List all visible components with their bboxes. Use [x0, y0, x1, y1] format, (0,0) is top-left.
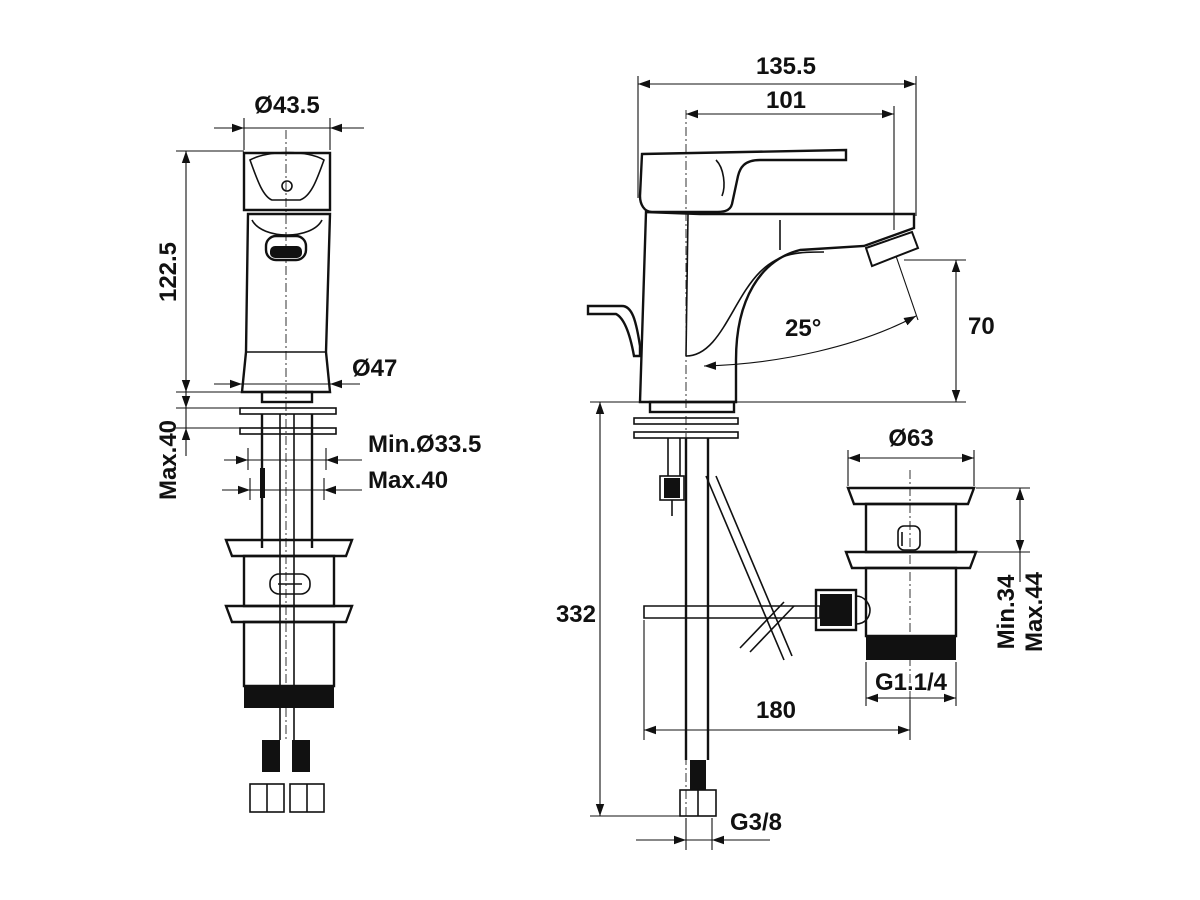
dim-diameter-base: Ø47: [214, 355, 397, 389]
label-width-total: 135.5: [756, 53, 816, 80]
dim-max-deck-left: Max.40: [155, 380, 240, 500]
dim-swivel-angle: 25°: [703, 255, 919, 370]
label-min-hole: Min.Ø33.5: [368, 431, 481, 458]
label-diameter-base: Ø47: [352, 355, 397, 382]
side-view: 135.5 101 25° 70 Ø63: [556, 53, 1048, 850]
lever-side: [638, 148, 848, 214]
label-height-total: 122.5: [155, 242, 182, 302]
label-diameter-top: Ø43.5: [254, 92, 319, 119]
dim-max-deck: Max.40: [222, 467, 448, 500]
side-plates: [633, 400, 821, 760]
waste-thread-side: [866, 636, 956, 660]
waste-side: [814, 486, 978, 660]
label-supply-thread: G3/8: [730, 809, 782, 836]
dim-min-hole: Min.Ø33.5: [224, 431, 481, 470]
label-overall-depth: 332: [556, 601, 596, 628]
dim-width-total: 135.5: [637, 53, 917, 216]
dim-height-total: 122.5: [155, 150, 244, 393]
waste-front: [224, 538, 354, 708]
dim-spout-reach: 101: [686, 87, 895, 230]
waste-thread-front: [244, 686, 334, 708]
dim-waste-diameter: Ø63: [847, 425, 975, 486]
label-swivel-angle: 25°: [785, 315, 821, 342]
dim-pull-rod: 180: [643, 620, 911, 740]
dim-spout-height: 70: [736, 259, 995, 403]
dim-diameter-top: Ø43.5: [214, 92, 364, 150]
spout-body: [638, 210, 920, 404]
label-waste-max: Max.44: [1021, 571, 1048, 652]
label-spout-height: 70: [968, 313, 995, 340]
lever-head: [242, 151, 332, 212]
label-pull-rod: 180: [756, 697, 796, 724]
tap-body: [240, 212, 332, 394]
side-supply-nut: [679, 760, 717, 817]
supply-hoses: [249, 740, 325, 813]
popup-lever: [586, 304, 642, 358]
dim-overall-depth: 332: [556, 401, 680, 817]
label-max-deck: Max.40: [368, 467, 448, 494]
label-spout-reach: 101: [766, 87, 806, 114]
dim-supply-thread: G3/8: [636, 809, 782, 850]
label-waste-thread: G1.1/4: [875, 669, 948, 696]
label-max-deck-left: Max.40: [155, 420, 182, 500]
label-waste-diameter: Ø63: [888, 425, 933, 452]
dim-waste-thread: G1.1/4: [865, 662, 957, 706]
dim-waste-range: Min.34 Max.44: [976, 487, 1048, 652]
front-view: Ø43.5 122.5 Ø47 Max.40: [155, 92, 481, 813]
label-waste-min: Min.34: [993, 574, 1020, 649]
